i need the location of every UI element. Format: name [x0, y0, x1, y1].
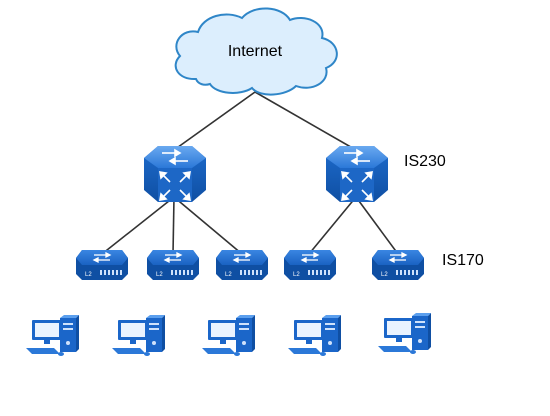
- cloud-icon: [174, 7, 338, 96]
- l2-badge: L2: [381, 272, 388, 278]
- access-switch-model-label: IS170: [442, 252, 484, 269]
- workstation: [202, 315, 255, 356]
- core-switch: [144, 146, 206, 202]
- workstation: [112, 315, 165, 356]
- workstation: [378, 313, 431, 354]
- core-switch-model-label: IS230: [404, 153, 446, 170]
- link-internet-core-1: [173, 91, 256, 151]
- l2-badge: L2: [156, 272, 163, 278]
- access-switch: L2: [147, 250, 199, 280]
- link-core1-access-2: [172, 196, 175, 255]
- access-switch: L2: [76, 250, 128, 280]
- link-internet-core-2: [254, 91, 357, 151]
- l2-badge: L2: [225, 272, 232, 278]
- link-core2-access-5: [355, 196, 399, 255]
- l2-badge: L2: [293, 272, 300, 278]
- workstation: [288, 315, 341, 356]
- link-core1-access-3: [173, 196, 243, 255]
- access-switch: L2: [216, 250, 268, 280]
- internet-cloud: Internet: [174, 7, 338, 96]
- link-core2-access-4: [308, 196, 357, 255]
- l2-badge: L2: [85, 272, 92, 278]
- core-switch: [326, 146, 388, 202]
- access-switch: L2: [284, 250, 336, 280]
- cloud-label: Internet: [228, 43, 283, 60]
- access-switch: L2: [372, 250, 424, 280]
- link-core1-access-1: [101, 196, 175, 255]
- links: [101, 91, 399, 255]
- workstation: [26, 315, 79, 356]
